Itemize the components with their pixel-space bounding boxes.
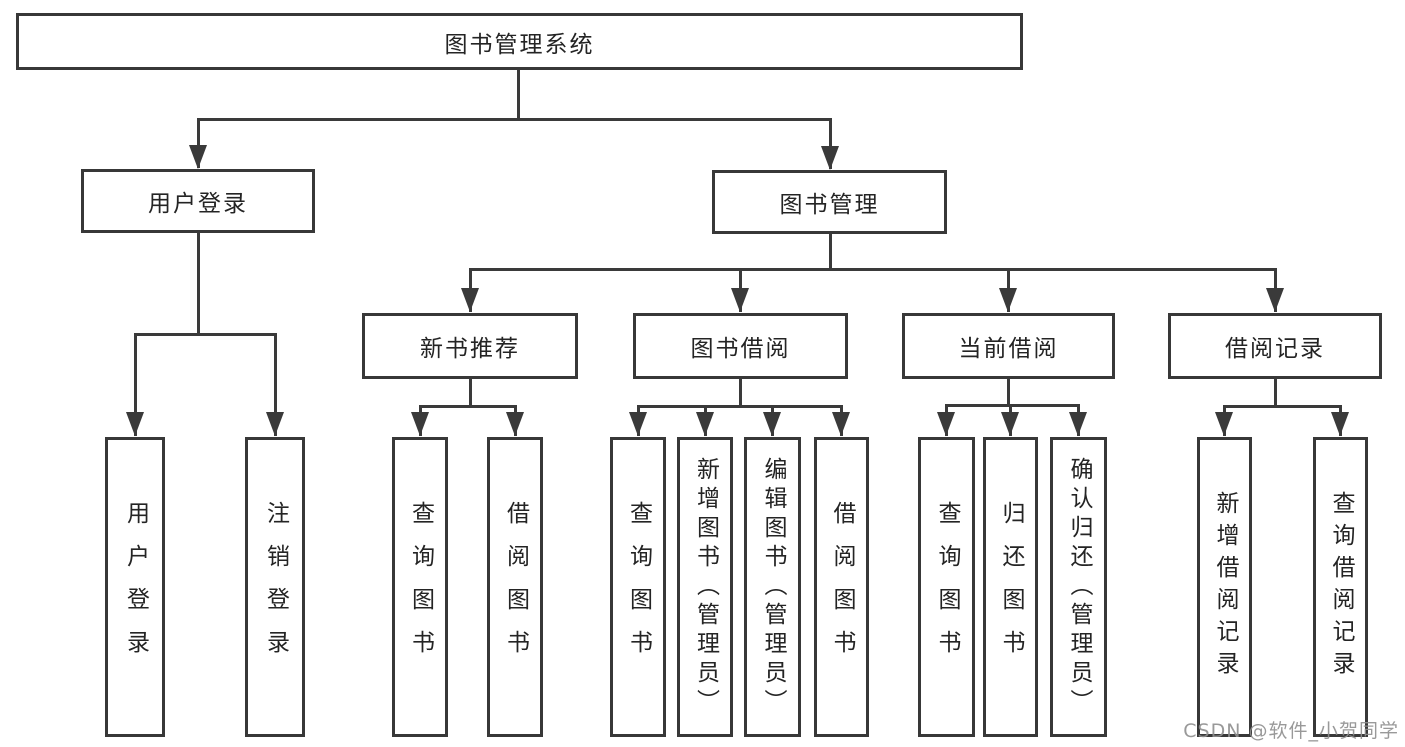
node-new-book-recommend: 新书推荐 bbox=[362, 313, 578, 379]
leaf-borrow-books: 借阅图书 bbox=[814, 437, 869, 737]
leaf-confirm-return-admin: 确认归还（管理员） bbox=[1050, 437, 1107, 737]
arrowhead-down bbox=[1069, 412, 1087, 436]
arrowhead-down bbox=[832, 412, 850, 436]
arrowhead-down bbox=[999, 288, 1017, 312]
connector-line bbox=[637, 405, 842, 408]
leaf-edit-books-admin: 编辑图书（管理员） bbox=[744, 437, 801, 737]
arrowhead-down bbox=[1001, 412, 1019, 436]
arrowhead-down bbox=[731, 288, 749, 312]
leaf-label: 查询图书 bbox=[407, 501, 434, 673]
connector-line bbox=[739, 379, 742, 408]
arrowhead-down bbox=[126, 412, 144, 436]
connector-line bbox=[134, 333, 137, 436]
leaf-label: 新增图书（管理员） bbox=[692, 456, 719, 718]
arrowhead-down bbox=[821, 146, 839, 170]
node-root-label: 图书管理系统 bbox=[444, 31, 595, 58]
leaf-label: 归还图书 bbox=[998, 501, 1024, 673]
arrowhead-down bbox=[266, 412, 284, 436]
leaf-borrow-books-recommend: 借阅图书 bbox=[487, 437, 543, 737]
node-book-management: 图书管理 bbox=[712, 170, 947, 234]
leaf-label: 用户登录 bbox=[122, 501, 149, 673]
connector-line bbox=[1223, 405, 1342, 408]
leaf-query-books-borrow: 查询图书 bbox=[610, 437, 666, 737]
watermark: CSDN @软件_小贺同学 bbox=[1183, 720, 1399, 742]
arrowhead-down bbox=[1266, 288, 1284, 312]
node-user-login: 用户登录 bbox=[81, 169, 315, 233]
leaf-query-books-recommend: 查询图书 bbox=[392, 437, 448, 737]
leaf-logout: 注销登录 bbox=[245, 437, 305, 737]
leaf-label: 注销登录 bbox=[262, 501, 289, 673]
arrowhead-down bbox=[506, 412, 524, 436]
node-book-borrow-label: 图书借阅 bbox=[690, 336, 791, 362]
connector-line bbox=[197, 118, 832, 121]
node-root: 图书管理系统 bbox=[16, 13, 1023, 70]
leaf-user-login: 用户登录 bbox=[105, 437, 165, 737]
leaf-query-books-current: 查询图书 bbox=[918, 437, 975, 737]
connector-line bbox=[517, 69, 520, 120]
arrowhead-down bbox=[411, 412, 429, 436]
arrowhead-down bbox=[763, 412, 781, 436]
arrowhead-down bbox=[937, 412, 955, 436]
arrowhead-down bbox=[461, 288, 479, 312]
arrowhead-down bbox=[1215, 412, 1233, 436]
leaf-label: 借阅图书 bbox=[502, 501, 529, 673]
leaf-label: 查询图书 bbox=[625, 501, 652, 673]
arrowhead-down bbox=[1331, 412, 1349, 436]
leaf-label: 新增借阅记录 bbox=[1212, 491, 1238, 683]
node-user-login-label: 用户登录 bbox=[148, 191, 248, 217]
leaf-label: 编辑图书（管理员） bbox=[760, 456, 786, 718]
arrowhead-down bbox=[629, 412, 647, 436]
node-book-management-label: 图书管理 bbox=[779, 192, 880, 218]
leaf-label: 确认归还（管理员） bbox=[1066, 456, 1092, 718]
connector-line bbox=[829, 234, 832, 271]
leaf-return-books: 归还图书 bbox=[983, 437, 1038, 737]
leaf-add-books-admin: 新增图书（管理员） bbox=[677, 437, 733, 737]
node-new-book-recommend-label: 新书推荐 bbox=[420, 336, 520, 362]
connector-line bbox=[469, 379, 472, 408]
connector-line bbox=[1274, 379, 1277, 408]
connector-line bbox=[1007, 379, 1010, 407]
leaf-query-borrow-record: 查询借阅记录 bbox=[1313, 437, 1368, 737]
leaf-label: 查询借阅记录 bbox=[1328, 491, 1354, 683]
connector-line bbox=[945, 404, 1080, 407]
connector-line bbox=[197, 118, 200, 168]
connector-line bbox=[419, 405, 517, 408]
leaf-label: 查询图书 bbox=[934, 501, 960, 673]
leaf-add-borrow-record: 新增借阅记录 bbox=[1197, 437, 1252, 737]
connector-line bbox=[274, 333, 277, 436]
leaf-label: 借阅图书 bbox=[829, 501, 855, 673]
connector-line bbox=[829, 118, 832, 169]
connector-line bbox=[197, 232, 200, 335]
node-borrow-record-label: 借阅记录 bbox=[1225, 336, 1325, 362]
node-current-borrow-label: 当前借阅 bbox=[958, 336, 1059, 362]
arrowhead-down bbox=[189, 145, 207, 169]
connector-line bbox=[469, 268, 1277, 271]
node-current-borrow: 当前借阅 bbox=[902, 313, 1115, 379]
connector-line bbox=[134, 333, 277, 336]
node-book-borrow: 图书借阅 bbox=[633, 313, 848, 379]
node-borrow-record: 借阅记录 bbox=[1168, 313, 1382, 379]
arrowhead-down bbox=[696, 412, 714, 436]
